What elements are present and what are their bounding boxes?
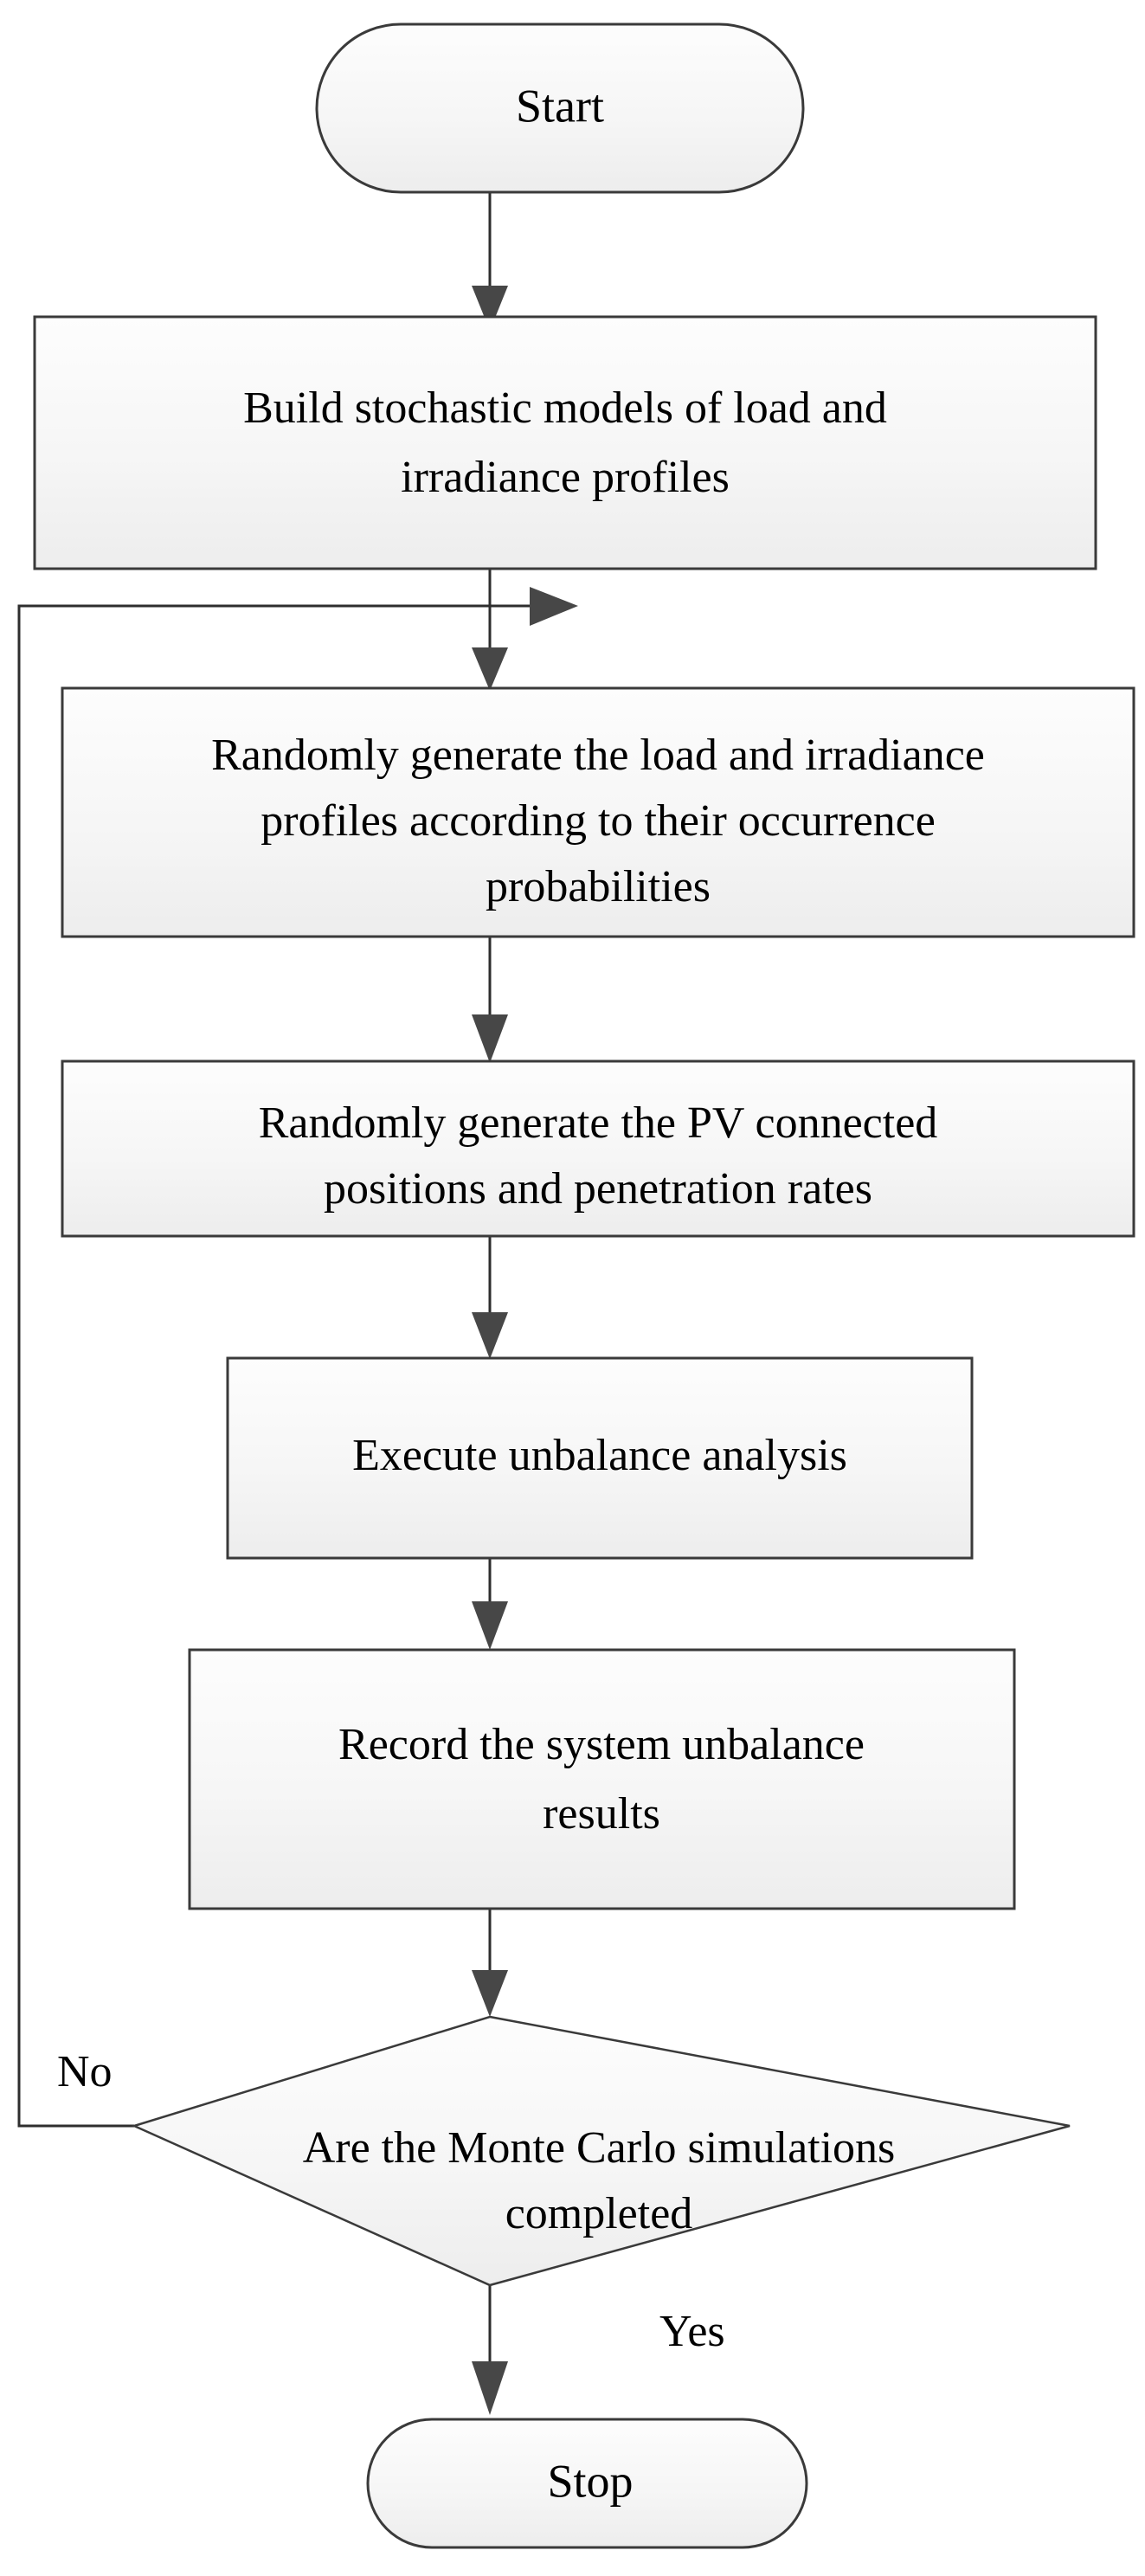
node-generate-profiles-line1: Randomly generate the load and irradianc…	[211, 731, 985, 780]
connector-execute-analysis-to-record-results	[472, 1558, 508, 1650]
node-generate-profiles-line2: profiles according to their occurrence	[261, 796, 936, 846]
node-decision-line2: completed	[505, 2189, 693, 2238]
node-record-results-line2: results	[543, 1789, 660, 1839]
node-build-models-line1: Build stochastic models of load and	[243, 383, 887, 433]
node-build-models-line2: irradiance profiles	[401, 453, 730, 502]
edge-label-no: No	[57, 2047, 113, 2096]
node-generate-pv-line2: positions and penetration rates	[324, 1164, 872, 1214]
node-generate-profiles-line3: probabilities	[486, 862, 711, 911]
connector-start-to-build-models	[472, 192, 508, 331]
node-decision-line1: Are the Monte Carlo simulations	[303, 2123, 896, 2173]
node-record-results[interactable]: Record the system unbalance results	[188, 1648, 1016, 1910]
node-execute-analysis-label: Execute unbalance analysis	[352, 1431, 847, 1480]
node-generate-pv[interactable]: Randomly generate the PV connected posit…	[61, 1059, 1135, 1238]
node-stop-label: Stop	[547, 2455, 633, 2507]
edge-label-yes: Yes	[659, 2307, 725, 2356]
node-decision-complete[interactable]: Are the Monte Carlo simulations complete…	[131, 2015, 1071, 2287]
node-start-label: Start	[516, 80, 604, 132]
node-build-models[interactable]: Build stochastic models of load and irra…	[33, 315, 1097, 570]
node-record-results-line1: Record the system unbalance	[338, 1720, 865, 1769]
node-generate-pv-line1: Randomly generate the PV connected	[259, 1098, 938, 1148]
connector-loopback-no	[17, 587, 578, 2128]
node-generate-profiles[interactable]: Randomly generate the load and irradianc…	[61, 686, 1135, 938]
connector-decision-to-stop	[472, 2285, 508, 2415]
connector-generate-pv-to-execute-analysis	[472, 1236, 508, 1359]
connector-build-models-to-generate-profiles	[472, 569, 508, 691]
connector-generate-profiles-to-generate-pv	[472, 937, 508, 1063]
node-stop[interactable]: Stop	[366, 2418, 808, 2549]
connector-record-results-to-decision	[472, 1909, 508, 2017]
node-start[interactable]: Start	[315, 23, 805, 194]
node-execute-analysis[interactable]: Execute unbalance analysis	[226, 1356, 974, 1560]
